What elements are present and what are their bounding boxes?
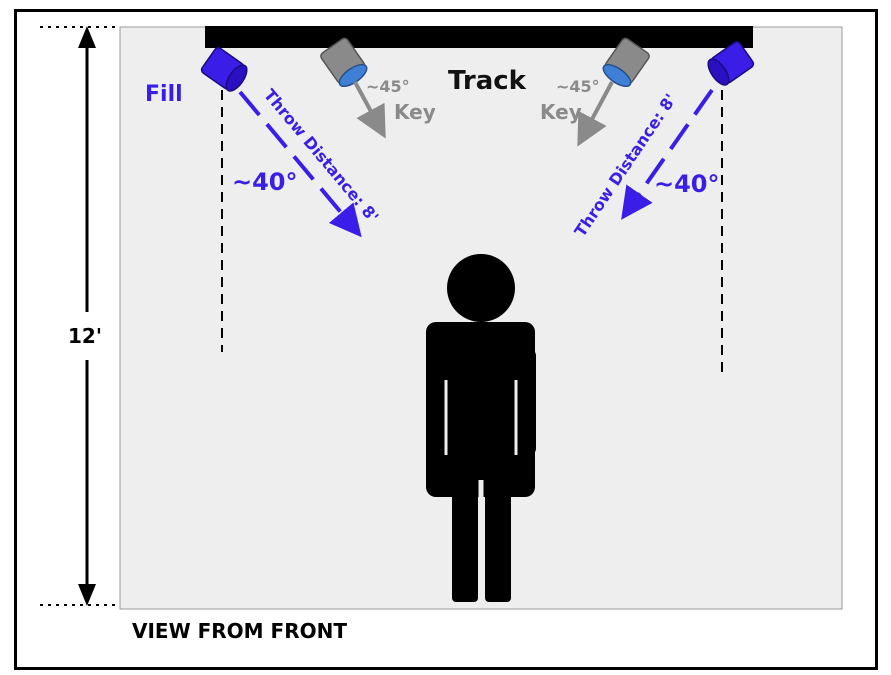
- key-right-beam-arrow: [577, 81, 614, 147]
- key-right-label: Key: [540, 100, 582, 124]
- key-light-left-icon: [320, 37, 368, 88]
- key-right-angle: ~45°: [556, 77, 600, 96]
- key-left-beam-arrow: [353, 81, 386, 139]
- view-label: VIEW FROM FRONT: [132, 619, 347, 643]
- key-left-label: Key: [394, 100, 436, 124]
- fill-label: Fill: [145, 82, 183, 107]
- fill-light-right-icon: [707, 41, 755, 86]
- height-label: 12': [68, 324, 102, 348]
- fill-left-angle: ~40°: [232, 168, 298, 196]
- key-left-angle: ~45°: [366, 77, 410, 96]
- height-dimension: [40, 26, 120, 606]
- person-silhouette-icon: [426, 254, 536, 602]
- fill-right-angle: ~40°: [654, 170, 720, 198]
- fill-light-left-icon: [200, 47, 248, 92]
- fill-right-beam-arrow: [621, 88, 714, 220]
- key-light-right-icon: [602, 37, 650, 88]
- lighting-track: [205, 26, 753, 48]
- fill-left-beam-arrow: [238, 90, 362, 238]
- track-label: Track: [448, 66, 527, 96]
